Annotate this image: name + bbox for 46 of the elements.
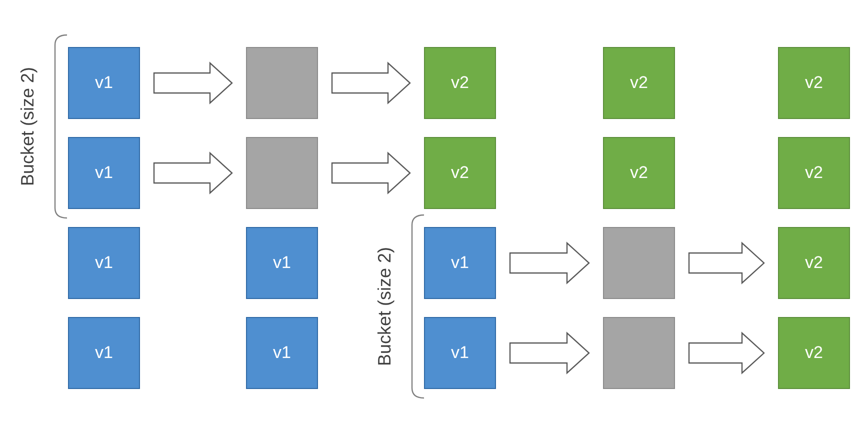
- version-label: v1: [451, 343, 469, 363]
- version-box: [68, 227, 140, 299]
- empty-box: [603, 227, 675, 299]
- version-box: [603, 47, 675, 119]
- version-box: [68, 47, 140, 119]
- version-label: v1: [95, 163, 113, 183]
- block-arrow: [153, 62, 233, 104]
- version-box: [424, 47, 496, 119]
- version-label: v1: [95, 253, 113, 273]
- version-box: [246, 317, 318, 389]
- version-label: v1: [95, 73, 113, 93]
- version-box: [424, 137, 496, 209]
- block-arrow: [331, 62, 411, 104]
- block-arrow: [509, 242, 590, 284]
- empty-box: [246, 47, 318, 119]
- block-arrow: [688, 242, 765, 284]
- version-label: v1: [95, 343, 113, 363]
- version-box: [603, 137, 675, 209]
- block-arrow: [688, 332, 765, 374]
- block-arrow: [509, 332, 590, 374]
- version-label: v2: [630, 73, 648, 93]
- version-label: v2: [805, 253, 823, 273]
- version-box: [778, 47, 850, 119]
- bucket-label: Bucket (size 2): [374, 245, 396, 368]
- version-box: [778, 317, 850, 389]
- version-label: v1: [273, 253, 291, 273]
- version-label: v2: [805, 163, 823, 183]
- version-box: [424, 227, 496, 299]
- version-label: v2: [805, 343, 823, 363]
- version-label: v1: [451, 253, 469, 273]
- version-label: v2: [451, 163, 469, 183]
- version-label: v2: [630, 163, 648, 183]
- bucket-label: Bucket (size 2): [18, 65, 38, 188]
- version-label: v2: [805, 73, 823, 93]
- empty-box: [603, 317, 675, 389]
- version-box: [778, 137, 850, 209]
- version-box: [68, 137, 140, 209]
- version-label: v2: [451, 73, 469, 93]
- version-box: [68, 317, 140, 389]
- block-arrow: [153, 152, 233, 194]
- version-label: v1: [273, 343, 291, 363]
- empty-box: [246, 137, 318, 209]
- version-box: [424, 317, 496, 389]
- version-box: [246, 227, 318, 299]
- block-arrow: [331, 152, 411, 194]
- version-box: [778, 227, 850, 299]
